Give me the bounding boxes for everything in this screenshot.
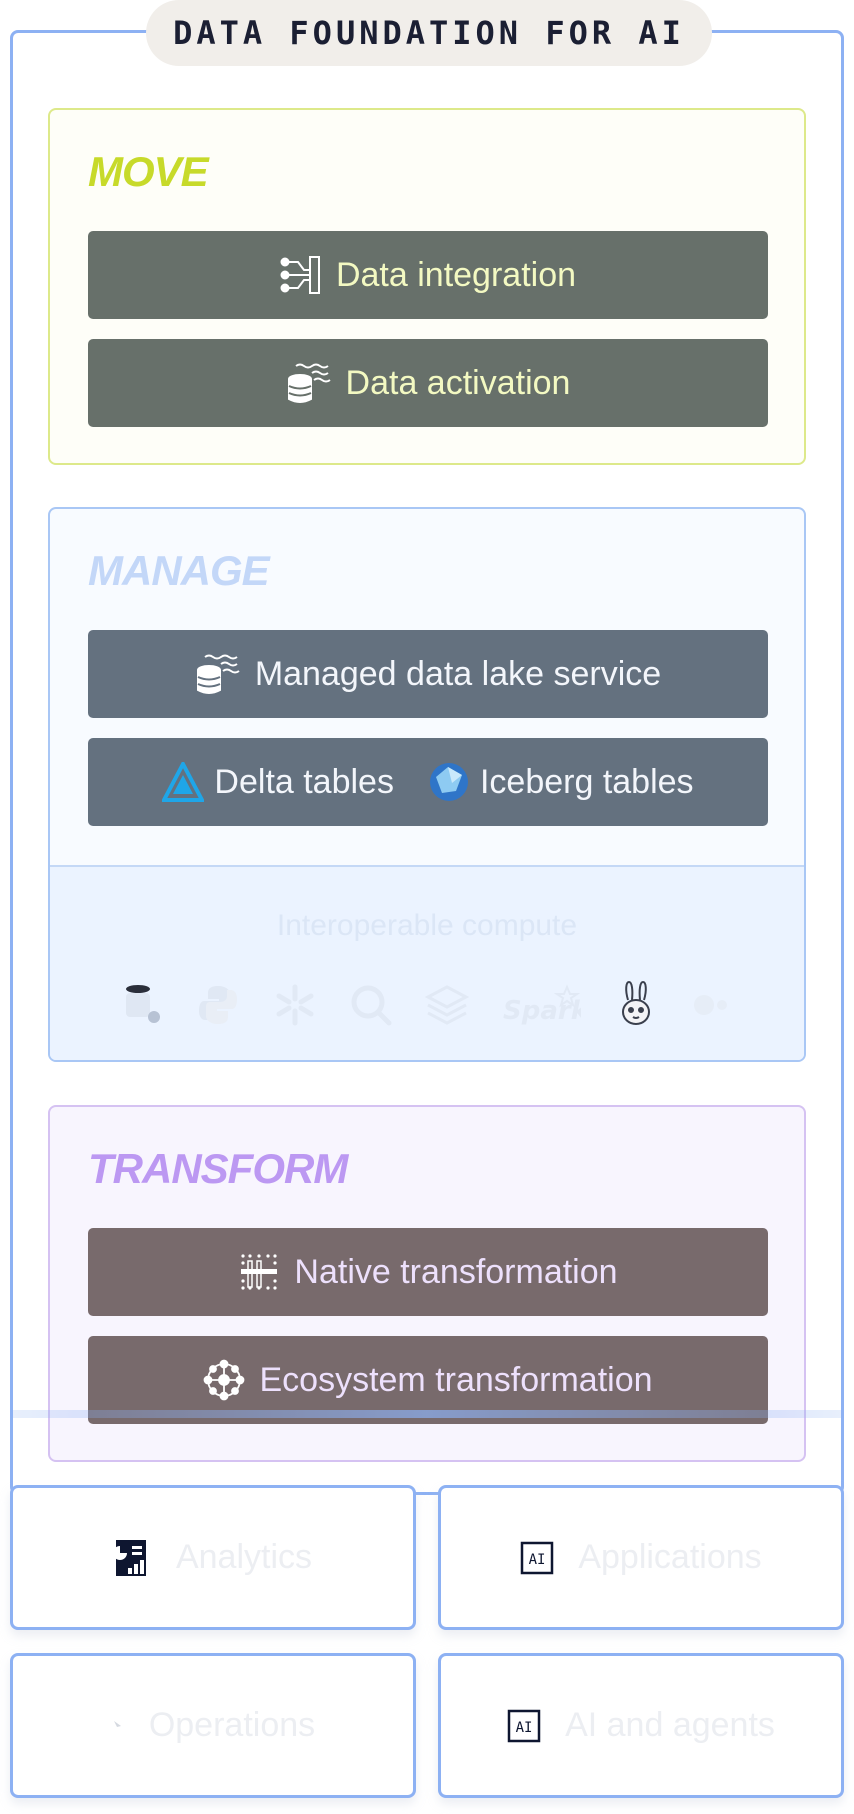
section-label-transform: TRANSFORM [88, 1145, 348, 1192]
analytics-icon [113, 1538, 152, 1578]
dots-icon [690, 990, 734, 1020]
connector-glow [10, 1410, 844, 1418]
data-activation-bar[interactable]: Data activation [88, 339, 768, 427]
card-ai-and-agents[interactable]: AI AI and agents [438, 1653, 844, 1798]
card-applications[interactable]: AI Applications [438, 1485, 844, 1630]
ai-agents-badge: AI [516, 1720, 533, 1736]
ai-applications-badge: AI [529, 1552, 546, 1568]
data-activation-label: Data activation [345, 363, 571, 402]
data-lake-icon [195, 652, 241, 696]
databricks-icon [425, 983, 470, 1027]
sql-engine-icon [120, 983, 164, 1027]
bigquery-icon [349, 983, 393, 1027]
ai-agents-icon: AI [507, 1709, 541, 1743]
ai-and-agents-label: AI and agents [565, 1706, 775, 1744]
snowflake-icon [273, 983, 317, 1027]
managed-data-lake-bar[interactable]: Managed data lake service [88, 630, 768, 718]
section-move: MOVE Data integration [48, 108, 806, 465]
compute-logos: Spark [120, 975, 734, 1035]
ai-applications-icon: AI [520, 1541, 554, 1575]
card-analytics[interactable]: Analytics [10, 1485, 416, 1630]
interoperable-compute-panel: Interoperable compute [50, 865, 804, 1060]
data-activation-icon [286, 361, 332, 405]
ecosystem-transformation-label: Ecosystem transformation [259, 1360, 653, 1399]
data-integration-bar[interactable]: Data integration [88, 231, 768, 319]
table-formats-bar[interactable]: Delta tables Iceberg tables [88, 738, 768, 826]
managed-data-lake-label: Managed data lake service [254, 654, 662, 693]
card-operations[interactable]: Operations [10, 1653, 416, 1798]
rabbit-icon [614, 980, 658, 1030]
operations-label: Operations [148, 1706, 316, 1744]
native-transformation-bar[interactable]: Native transformation [88, 1228, 768, 1316]
section-manage: MANAGE Managed data lake service Delta t… [48, 507, 806, 1062]
analytics-label: Analytics [175, 1538, 313, 1576]
section-label-move: MOVE [88, 148, 209, 195]
applications-label: Applications [578, 1538, 762, 1576]
iceberg-icon [428, 761, 470, 803]
iceberg-tables-label: Iceberg tables [479, 762, 694, 801]
delta-icon [162, 762, 205, 802]
data-integration-label: Data integration [335, 255, 577, 294]
native-transformation-icon [238, 1251, 280, 1293]
section-label-manage: MANAGE [88, 547, 270, 594]
operations-icon [111, 1719, 125, 1733]
ecosystem-transformation-icon [203, 1359, 245, 1401]
python-icon [196, 983, 240, 1027]
interoperable-compute-title: Interoperable compute [276, 909, 578, 942]
native-transformation-label: Native transformation [294, 1252, 618, 1291]
data-integration-icon [280, 254, 322, 296]
page-title: DATA FOUNDATION FOR AI [146, 0, 712, 66]
delta-tables-label: Delta tables [214, 762, 394, 801]
ecosystem-transformation-bar[interactable]: Ecosystem transformation [88, 1336, 768, 1424]
section-transform: TRANSFORM Native transformation [48, 1105, 806, 1462]
svg-text:Spark: Spark [503, 996, 581, 1026]
spark-icon: Spark [501, 983, 581, 1027]
